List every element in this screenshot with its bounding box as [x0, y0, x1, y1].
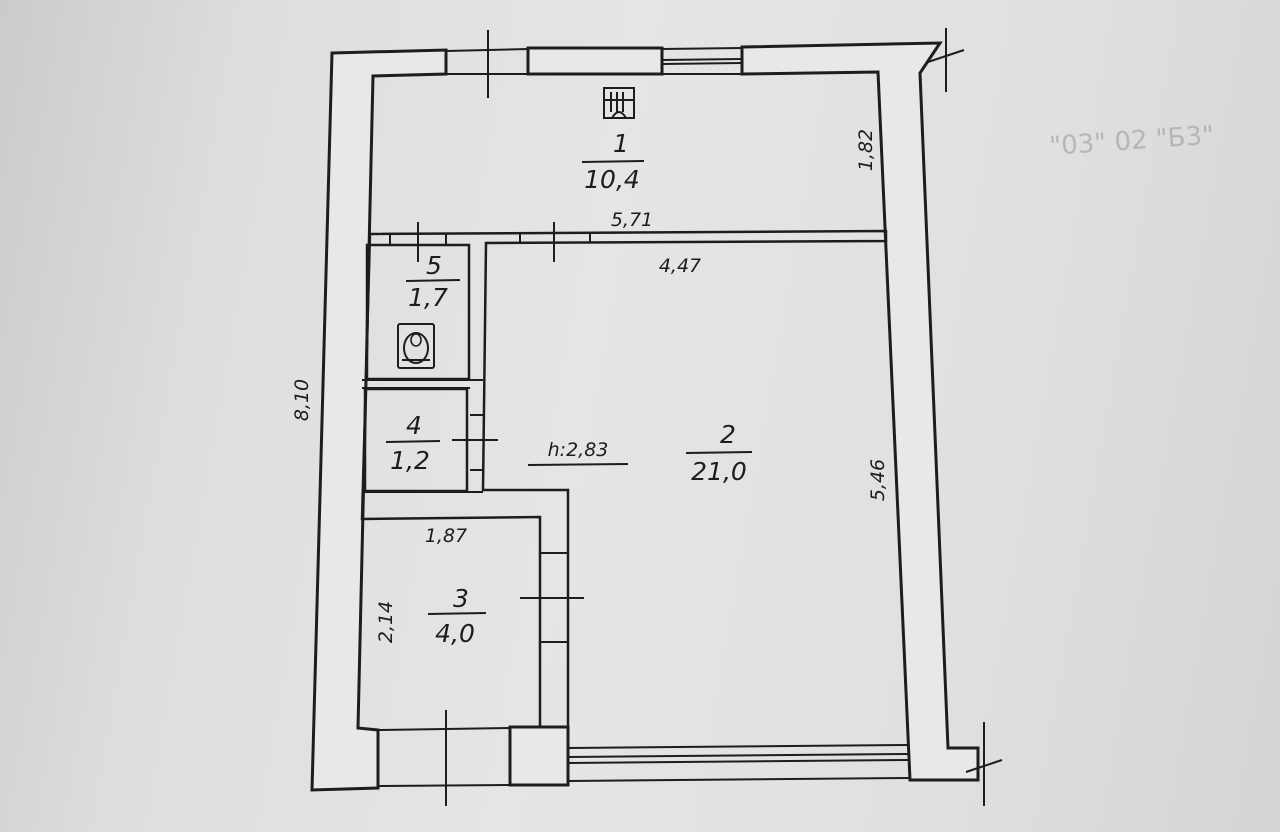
- dimension-room2-width: 4,47: [659, 255, 701, 277]
- dimension-room1-depth: 1,82: [855, 129, 877, 171]
- dimension-room3-width: 1,87: [425, 525, 467, 547]
- balcony-door-bottom: [567, 744, 911, 782]
- dimension-room1-width: 5,71: [611, 209, 653, 231]
- wc-block: [365, 243, 471, 381]
- dimension-room2-depth: 5,46: [867, 459, 889, 501]
- window-top-right: [661, 47, 743, 75]
- room-3-number: 3: [453, 584, 469, 613]
- room-5-number: 5: [426, 251, 442, 280]
- partition-room1: [360, 229, 888, 729]
- ceiling-height: h:2,83: [548, 439, 609, 461]
- outer-wall-right: [740, 41, 980, 782]
- room-5-area: 1,7: [408, 283, 448, 312]
- background-print-text: "03" 02 "Б3": [1048, 121, 1215, 162]
- room-2-area: 21,0: [691, 457, 747, 486]
- window-bottom-left: [377, 727, 511, 787]
- toilet-icon: [397, 323, 435, 369]
- room-2-fraction-line: [685, 451, 753, 454]
- storage-block: [363, 387, 469, 493]
- room-3-area: 4,0: [435, 619, 475, 648]
- axis-ticks: [417, 28, 1003, 806]
- room-2-number: 2: [720, 420, 736, 449]
- outer-wall-top-middle: [526, 46, 664, 76]
- room-1-fraction-line: [581, 160, 645, 163]
- room-1-number: 1: [613, 129, 629, 158]
- room-1-area: 10,4: [584, 165, 640, 194]
- radiator-icon: [603, 87, 635, 119]
- dimension-overall-height: 8,10: [291, 379, 313, 421]
- room-4-fraction-line: [385, 440, 441, 443]
- outer-wall-left: [310, 48, 448, 792]
- ceiling-height-underline: [527, 463, 629, 466]
- outer-wall-bottom-pillar: [508, 725, 570, 787]
- room-4-number: 4: [406, 411, 422, 440]
- dimension-room3-depth: 2,14: [375, 601, 397, 643]
- room-3-fraction-line: [427, 612, 487, 615]
- room-5-fraction-line: [405, 279, 461, 282]
- room-4-area: 1,2: [390, 446, 430, 475]
- door-marks: [389, 233, 591, 643]
